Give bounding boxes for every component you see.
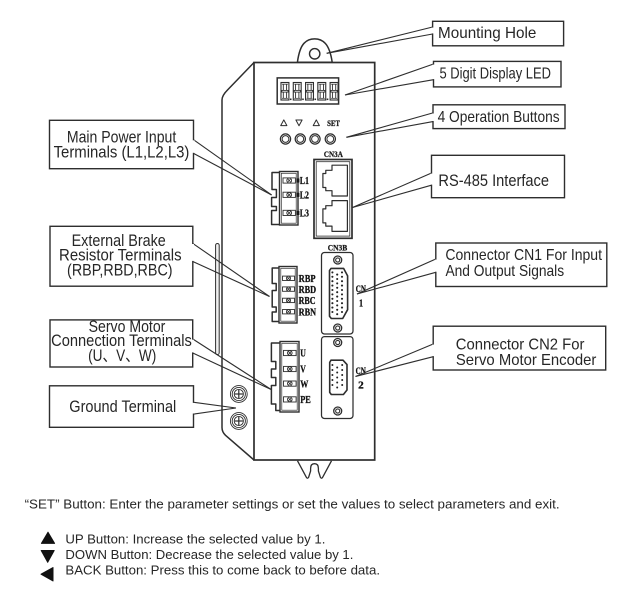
svg-text:L1: L1 xyxy=(300,176,309,187)
svg-text:Connector CN1 For Input: Connector CN1 For Input xyxy=(445,247,602,264)
svg-text:RS-485 Interface: RS-485 Interface xyxy=(438,171,549,190)
svg-text:Terminals (L1,L2,L3): Terminals (L1,L2,L3) xyxy=(54,143,190,162)
svg-text:L2: L2 xyxy=(300,191,309,202)
svg-text:2: 2 xyxy=(358,380,364,391)
svg-text:Ground Terminal: Ground Terminal xyxy=(69,397,176,416)
svg-text:SET: SET xyxy=(327,118,340,128)
svg-text:Servo Motor Encoder: Servo Motor Encoder xyxy=(456,352,597,369)
svg-text:“SET” Button: Enter the parame: “SET” Button: Enter the parameter settin… xyxy=(25,497,560,512)
svg-text:1: 1 xyxy=(359,299,363,310)
svg-text:RBD: RBD xyxy=(299,285,317,296)
svg-text:UP Button: Increase the select: UP Button: Increase the selected value b… xyxy=(65,531,325,546)
svg-text:CN: CN xyxy=(356,367,366,377)
svg-text:L3: L3 xyxy=(300,209,309,220)
svg-text:Main Power Input: Main Power Input xyxy=(67,128,177,147)
svg-text:U: U xyxy=(300,349,306,360)
svg-text:PE: PE xyxy=(300,395,311,406)
svg-text:Resistor Terminals: Resistor Terminals xyxy=(59,246,182,265)
svg-text:And Output Signals: And Output Signals xyxy=(445,263,564,280)
svg-text:4 Operation Buttons: 4 Operation Buttons xyxy=(438,109,560,126)
svg-text:RBC: RBC xyxy=(299,296,316,307)
svg-text:RBP: RBP xyxy=(299,274,316,285)
svg-text:V: V xyxy=(300,365,306,376)
svg-text:Connection Terminals: Connection Terminals xyxy=(51,331,192,350)
svg-text:CN3A: CN3A xyxy=(324,149,344,159)
svg-text:CN3B: CN3B xyxy=(328,242,348,252)
svg-text:(U、V、W): (U、V、W) xyxy=(88,346,156,365)
svg-text:BACK Button: Press this to com: BACK Button: Press this to come back to … xyxy=(65,562,380,577)
svg-text:5 Digit Display LED: 5 Digit Display LED xyxy=(439,65,551,82)
svg-text:Connector CN2 For: Connector CN2 For xyxy=(456,337,585,354)
svg-text:DOWN Button: Decrease the sele: DOWN Button: Decrease the selected value… xyxy=(65,547,353,562)
svg-text:W: W xyxy=(300,379,308,390)
svg-text:Servo Motor: Servo Motor xyxy=(89,317,166,336)
svg-text:External Brake: External Brake xyxy=(72,231,166,250)
svg-text:CN: CN xyxy=(356,285,366,295)
svg-text:Mounting Hole: Mounting Hole xyxy=(438,25,536,42)
svg-text:RBN: RBN xyxy=(299,307,317,318)
svg-text:(RBP,RBD,RBC): (RBP,RBD,RBC) xyxy=(67,261,173,280)
